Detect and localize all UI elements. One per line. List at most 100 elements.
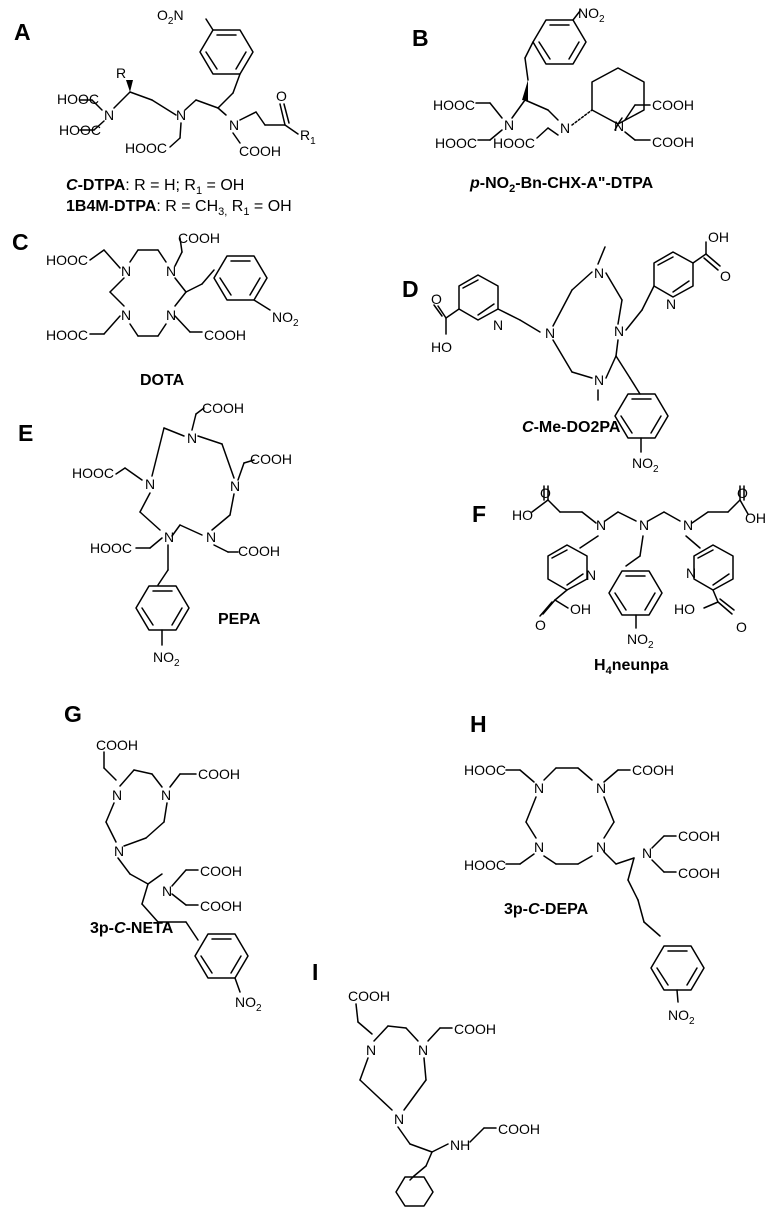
panel-letter-h: H — [470, 711, 487, 737]
cooh-label: COOH — [250, 451, 292, 467]
cooh-label: COOH — [239, 143, 281, 159]
stereo-wedge — [522, 80, 528, 101]
compound-name-chx-dtpa: p-NO2-Bn-CHX-A"-DTPA — [469, 175, 654, 195]
compound-name-dota: DOTA — [140, 372, 185, 389]
structure-d: N HO O N N N N N OH O — [431, 229, 731, 475]
structure-g: COOH N N N COOH N COOH COOH — [96, 737, 262, 1014]
n-atom: N — [187, 430, 197, 446]
o-label: O — [737, 485, 748, 501]
ho-label: HO — [431, 339, 452, 355]
hooc-label: HOOC — [46, 252, 88, 268]
benzene-ring — [608, 570, 663, 616]
n-atom: N — [594, 265, 604, 281]
n-atom: N — [112, 787, 122, 803]
n-atom: N — [594, 372, 604, 388]
n-atom: N — [596, 517, 606, 533]
n-atom: N — [164, 529, 174, 545]
cooh-label: COOH — [348, 988, 390, 1004]
panel-letter-a: A — [14, 19, 31, 45]
benzene-ring — [199, 29, 254, 75]
pyridine-ring — [693, 544, 734, 591]
n-atom: N — [366, 1042, 376, 1058]
panel-letter-b: B — [412, 25, 429, 51]
n-atom: N — [166, 263, 176, 279]
n-atom: N — [642, 845, 652, 861]
compound-name-c-me-do2pa: C-Me-DO2PA — [522, 419, 621, 436]
n-atom: N — [145, 476, 155, 492]
stereo-wedge — [126, 80, 133, 92]
n-atom: N — [162, 883, 172, 899]
compound-name-c-dtpa: C-DTPA: R = H; R1 = OH — [66, 177, 244, 197]
structure-e: N N N N N COOH HOOC COOH HOOC COOH — [72, 400, 292, 669]
hooc-label: HOOC — [464, 857, 506, 873]
n-atom: N — [394, 1111, 404, 1127]
compound-name-3p-c-depa: 3p-C-DEPA — [504, 901, 589, 918]
cooh-label: COOH — [498, 1121, 540, 1137]
benzene-ring — [194, 933, 249, 979]
n-atom: N — [229, 117, 239, 133]
structure-i: COOH N N N COOH NH COOH — [348, 988, 540, 1181]
cooh-label: COOH — [204, 327, 246, 343]
n-atom: N — [596, 839, 606, 855]
pyridine-ring — [547, 544, 588, 591]
compound-name-1b4m-dtpa: 1B4M-DTPA: R = CH3, R1 = OH — [66, 198, 292, 218]
oh-label: OH — [708, 229, 729, 245]
n-atom: N — [614, 118, 624, 134]
n-atom: N — [596, 780, 606, 796]
cyclohexane-ring — [591, 67, 645, 125]
n-atom: N — [504, 117, 514, 133]
cooh-label: COOH — [200, 898, 242, 914]
panel-letter-f: F — [472, 501, 486, 527]
benzene-ring — [650, 945, 705, 991]
hooc-label: HOOC — [433, 97, 475, 113]
no2-label: NO2 — [627, 631, 654, 651]
cooh-label: COOH — [178, 230, 220, 246]
cooh-label: COOH — [678, 828, 720, 844]
hooc-label: HOOC — [435, 135, 477, 151]
no2-label: NO2 — [578, 5, 605, 25]
structure-c: N N N N HOOC HOOC COOH COOH NO2 — [46, 230, 299, 343]
hooc-label: HOOC — [46, 327, 88, 343]
r1-label: R1 — [300, 127, 316, 147]
structure-b: NO2 N HOOC HOOC N HOOC N COOH COOH — [433, 5, 694, 151]
n-atom: N — [161, 787, 171, 803]
compound-name-h4neunpa: H4neunpa — [594, 657, 669, 677]
structure-a: O2N R N HOOC HOOC N HOOC N COOH — [57, 7, 316, 159]
cooh-label: COOH — [678, 865, 720, 881]
panel-letter-d: D — [402, 276, 419, 302]
oh-label: OH — [745, 510, 766, 526]
cooh-label: COOH — [238, 543, 280, 559]
n-atom: N — [121, 263, 131, 279]
hooc-label: HOOC — [493, 135, 535, 151]
n-atom: N — [683, 517, 693, 533]
panel-letter-g: G — [64, 701, 82, 727]
cooh-label: COOH — [96, 737, 138, 753]
no2-label: NO2 — [668, 1007, 695, 1027]
pyridine-ring — [458, 274, 499, 321]
n-atom: N — [166, 307, 176, 323]
hooc-label: HOOC — [72, 465, 114, 481]
benzene-ring — [614, 393, 669, 439]
cooh-label: COOH — [652, 134, 694, 150]
o-label: O — [535, 617, 546, 633]
hooc-label: HOOC — [90, 540, 132, 556]
cooh-label: COOH — [632, 762, 674, 778]
no2-label: O2N — [157, 7, 184, 27]
no2-label: NO2 — [632, 455, 659, 475]
n-atom: N — [230, 478, 240, 494]
r-label: R — [116, 65, 126, 81]
o-label: O — [431, 291, 442, 307]
o-label: O — [540, 485, 551, 501]
benzene-ring — [135, 585, 190, 631]
hooc-label: HOOC — [57, 91, 99, 107]
structure-f: N N N O HO O OH N O OH — [512, 485, 766, 651]
n-atom: N — [534, 839, 544, 855]
n-atom: N — [586, 567, 596, 583]
compound-name-pepa: PEPA — [218, 611, 261, 628]
no2-label: NO2 — [235, 994, 262, 1014]
panel-letter-i: I — [312, 959, 318, 985]
cooh-label: COOH — [202, 400, 244, 416]
n-atom: N — [206, 529, 216, 545]
no2-label: NO2 — [153, 649, 180, 669]
